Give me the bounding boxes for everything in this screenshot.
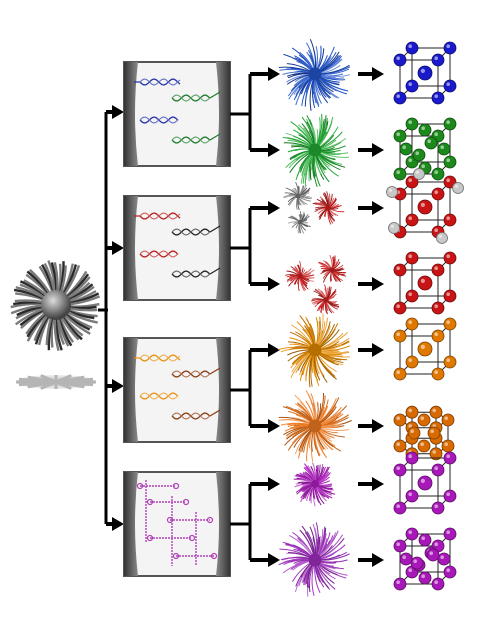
split-arrow-lower — [250, 143, 280, 157]
crystal-lattice-icon — [393, 41, 457, 105]
product-group — [278, 313, 457, 388]
product-arrow — [358, 201, 384, 215]
split-arrow-upper — [250, 201, 280, 215]
split-arrow-upper — [250, 67, 280, 81]
assembly-rows — [123, 38, 464, 597]
product-arrow — [358, 143, 384, 157]
product-group — [278, 522, 457, 597]
reaction-chamber — [123, 195, 231, 301]
product-group — [283, 168, 464, 244]
product-arrow — [358, 343, 384, 357]
crystal-lattice-icon — [393, 405, 455, 461]
particle-icon — [311, 284, 340, 315]
source-particle-icon — [10, 260, 101, 351]
product-arrow — [358, 477, 384, 491]
product-arrow — [358, 419, 384, 433]
split-arrow-upper — [250, 477, 280, 491]
particle-icon — [312, 191, 345, 225]
branched-dna-linker — [136, 480, 218, 566]
product-group — [278, 38, 457, 111]
branch-arrow — [106, 379, 124, 393]
particle-icon — [318, 254, 347, 283]
dna-linker-strands — [134, 212, 221, 278]
particle-icon — [285, 260, 315, 292]
particle-icon — [293, 462, 336, 507]
small-particle-icon — [287, 211, 311, 234]
dna-linker-strands — [134, 78, 221, 144]
split-arrow-lower — [250, 553, 280, 567]
crystal-lattice-icon — [386, 168, 464, 244]
particle-icon — [278, 389, 352, 462]
branch-arrow — [106, 517, 124, 531]
crystal-lattice-icon — [393, 251, 457, 315]
reaction-chamber — [123, 471, 231, 577]
crystal-lattice-icon — [393, 117, 457, 181]
reaction-chamber — [123, 337, 231, 443]
product-group — [278, 389, 455, 462]
particle-icon — [278, 38, 351, 111]
branch-arrow — [106, 105, 124, 119]
branch-connector-lines — [98, 105, 124, 531]
assembly-row — [123, 451, 457, 597]
assembly-row — [123, 313, 457, 462]
split-arrow-lower — [250, 277, 280, 291]
product-arrow — [358, 67, 384, 81]
split-arrow-upper — [250, 343, 280, 357]
reaction-chamber — [123, 61, 231, 167]
crystal-lattice-icon — [393, 527, 457, 591]
split-arrow-lower — [250, 419, 280, 433]
particle-icon — [278, 313, 351, 388]
assembly-row — [123, 38, 457, 187]
product-group — [282, 114, 457, 187]
particle-icon — [278, 522, 350, 597]
product-arrow — [358, 277, 384, 291]
assembly-row — [123, 168, 464, 315]
dna-linker-strands — [134, 354, 221, 420]
source-particle-shadow — [16, 374, 96, 390]
source-nanoparticle — [10, 260, 101, 390]
crystal-lattice-icon — [393, 451, 457, 515]
crystal-lattice-icon — [393, 317, 457, 381]
small-particle-icon — [283, 181, 312, 211]
branch-arrow — [106, 241, 124, 255]
particle-icon — [282, 114, 350, 187]
product-group — [293, 451, 457, 515]
product-arrow — [358, 553, 384, 567]
product-group — [285, 251, 457, 315]
